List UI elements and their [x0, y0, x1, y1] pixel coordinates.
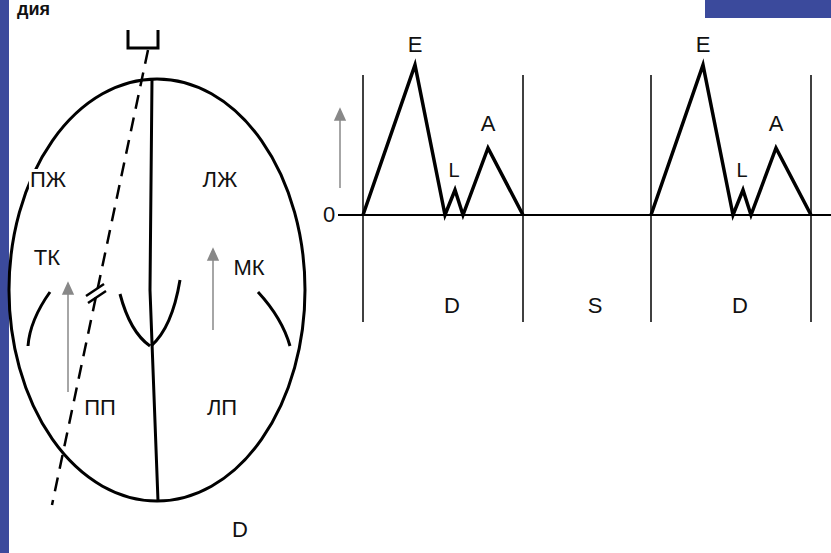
chamber-label: ПП [83, 397, 117, 419]
flow-arrow [63, 109, 345, 392]
valve-label: ТК [33, 247, 61, 269]
phase-label: S [587, 295, 604, 317]
ultrasound-beam [52, 50, 148, 505]
heart-outline [9, 79, 305, 501]
probe [128, 30, 158, 48]
wave-label: L [447, 160, 460, 180]
title-fragment: дия [16, 0, 51, 18]
doppler-wave [651, 65, 811, 215]
wave-label: E [695, 34, 712, 56]
chamber-label: ЛЖ [202, 169, 239, 191]
axis-label: 0 [322, 204, 336, 226]
baseline [338, 214, 831, 216]
side-bar [0, 0, 9, 553]
sample-mark [88, 291, 106, 303]
wave-label: E [407, 34, 424, 56]
phase-label: D [731, 295, 749, 317]
doppler-wave [363, 65, 523, 215]
wave-label: A [768, 113, 785, 135]
valve-label: МК [232, 257, 265, 279]
chamber-label: ПЖ [29, 169, 67, 191]
chamber-label: ЛП [206, 397, 238, 419]
phase-label: D [231, 519, 249, 541]
valve-leaflet [258, 292, 290, 346]
valve-leaflet [120, 294, 150, 346]
phase-line [363, 75, 811, 322]
septum [150, 79, 158, 501]
valve-leaflet [28, 292, 50, 346]
wave-label: L [735, 160, 748, 180]
wave-label: A [480, 113, 497, 135]
phase-label: D [443, 295, 461, 317]
valve-leaflet [151, 280, 180, 346]
top-bar [705, 0, 831, 18]
